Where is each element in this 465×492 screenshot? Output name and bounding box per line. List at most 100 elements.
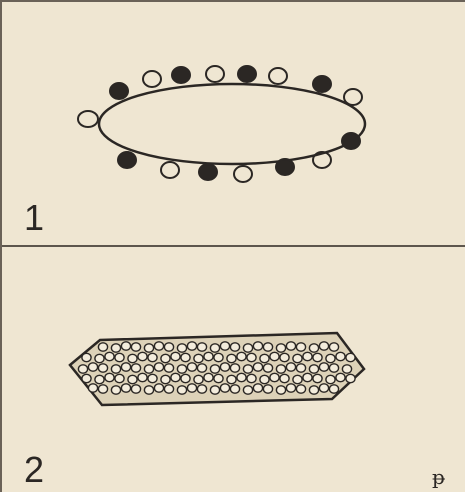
cell <box>82 353 91 361</box>
cell <box>296 343 305 351</box>
figure-2-drawing <box>2 247 465 492</box>
cell <box>247 374 256 382</box>
cell <box>197 364 206 372</box>
open-dot <box>234 166 252 182</box>
cell <box>309 344 318 352</box>
cell <box>115 374 124 382</box>
cell <box>296 385 305 393</box>
cell <box>154 342 163 350</box>
cell <box>131 364 140 372</box>
cell <box>329 385 338 393</box>
filled-dot <box>110 83 128 99</box>
cell <box>326 375 335 383</box>
cell <box>88 384 97 392</box>
cell <box>293 375 302 383</box>
open-dot <box>206 66 224 82</box>
cell <box>210 386 219 394</box>
cell <box>319 384 328 392</box>
cell <box>260 354 269 362</box>
figure-panel-2: 2 ᵽ <box>2 247 465 492</box>
cell <box>260 375 269 383</box>
cell <box>181 374 190 382</box>
figure-panel-1: 1 <box>2 2 465 247</box>
cell <box>270 352 279 360</box>
cell <box>105 373 114 381</box>
cell <box>313 374 322 382</box>
cell <box>78 365 87 373</box>
cell <box>309 386 318 394</box>
cell <box>270 373 279 381</box>
cell <box>220 384 229 392</box>
cell <box>204 352 213 360</box>
cell <box>237 373 246 381</box>
cell <box>111 344 120 352</box>
cell <box>296 364 305 372</box>
cell <box>342 365 351 373</box>
cell <box>326 354 335 362</box>
cell <box>293 354 302 362</box>
cell <box>148 353 157 361</box>
cell <box>303 373 312 381</box>
cell <box>121 363 130 371</box>
cell <box>253 384 262 392</box>
cell <box>177 365 186 373</box>
cell <box>105 352 114 360</box>
cell <box>329 343 338 351</box>
cell <box>187 363 196 371</box>
cell <box>164 343 173 351</box>
cell <box>115 353 124 361</box>
filled-dot <box>118 152 136 168</box>
open-dot <box>269 68 287 84</box>
open-dot <box>78 111 98 127</box>
cell <box>263 385 272 393</box>
cell <box>276 344 285 352</box>
cell <box>197 343 206 351</box>
cell <box>148 374 157 382</box>
cell <box>280 374 289 382</box>
cell <box>111 365 120 373</box>
cell <box>187 384 196 392</box>
cell <box>346 353 355 361</box>
cell <box>82 374 91 382</box>
filled-dot <box>342 133 360 149</box>
cell <box>95 375 104 383</box>
filled-dot <box>172 67 190 83</box>
cell <box>154 363 163 371</box>
open-dot <box>161 162 179 178</box>
cell <box>227 354 236 362</box>
cell <box>138 373 147 381</box>
cell <box>227 375 236 383</box>
cell <box>319 342 328 350</box>
cell <box>243 344 252 352</box>
cell <box>128 354 137 362</box>
cell <box>243 365 252 373</box>
cell <box>253 342 262 350</box>
cell <box>121 342 130 350</box>
cell <box>263 343 272 351</box>
open-dot <box>344 89 362 105</box>
cell <box>88 363 97 371</box>
cell <box>247 353 256 361</box>
filled-dot <box>238 66 256 82</box>
cell <box>98 343 107 351</box>
cell <box>210 365 219 373</box>
cell <box>154 384 163 392</box>
filled-dot <box>276 159 294 175</box>
cell <box>161 354 170 362</box>
cell <box>286 342 295 350</box>
cell <box>237 352 246 360</box>
cell <box>177 386 186 394</box>
cell <box>263 364 272 372</box>
cell <box>98 385 107 393</box>
figure-number-2: 2 <box>24 452 44 488</box>
cell <box>253 363 262 371</box>
cell <box>177 344 186 352</box>
cell <box>230 385 239 393</box>
cell <box>309 365 318 373</box>
cell <box>164 385 173 393</box>
open-dot <box>143 71 161 87</box>
cell <box>161 375 170 383</box>
cell <box>303 352 312 360</box>
figure-1-drawing <box>2 2 465 245</box>
